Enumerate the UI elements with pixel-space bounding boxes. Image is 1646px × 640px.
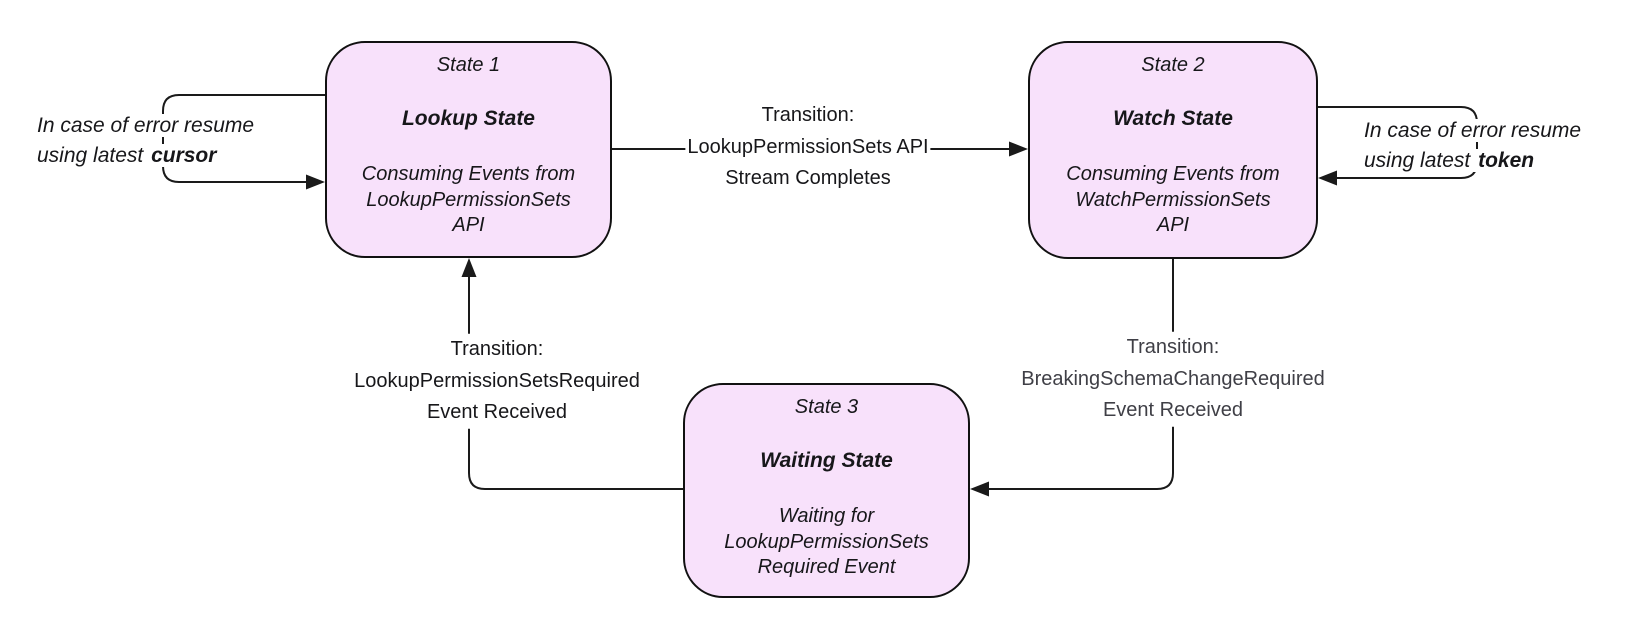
transition-label-lookup-to-watch: Transition: LookupPermissionSets API Str… xyxy=(685,99,931,195)
state-desc-line: Waiting for xyxy=(778,505,875,527)
arrow-watch-to-waiting xyxy=(988,259,1174,490)
annotation-line: In case of error resume xyxy=(35,114,257,137)
arrowhead-error-loop-watch xyxy=(1318,170,1337,186)
state-desc-line: API xyxy=(452,214,485,236)
state-title: State 1 xyxy=(436,54,501,76)
state-desc-line: LookupPermissionSets xyxy=(724,530,929,553)
state-description: Waiting for LookupPermissionSets Require… xyxy=(685,504,968,581)
state-desc-line: LookupPermissionSets xyxy=(366,188,571,211)
transition-label-line: Event Received xyxy=(1102,398,1244,421)
state-name: Watch State xyxy=(1113,107,1233,130)
annotation-line: In case of error resume xyxy=(1362,119,1584,142)
transition-label-waiting-to-lookup: Transition: LookupPermissionSetsRequired… xyxy=(352,333,642,429)
state-name: Lookup State xyxy=(401,107,535,130)
transition-label-line: BreakingSchemaChangeRequired xyxy=(1021,367,1325,390)
state-title: State 3 xyxy=(794,396,859,418)
annotation-error-cursor: In case of error resume using latest cur… xyxy=(35,111,257,171)
state-name: Waiting State xyxy=(760,449,893,472)
state-desc-line: API xyxy=(1156,214,1190,236)
state-description: Consuming Events from LookupPermissionSe… xyxy=(327,162,610,239)
transition-label-line: Transition: xyxy=(761,103,855,126)
transition-label-line: LookupPermissionSetsRequired xyxy=(354,369,640,392)
state-desc-line: WatchPermissionSets xyxy=(1075,188,1271,211)
state-box-watch: State 2 Watch State Consuming Events fro… xyxy=(1028,41,1318,259)
state-box-waiting: State 3 Waiting State Waiting for Lookup… xyxy=(683,383,970,598)
state-box-lookup: State 1 Lookup State Consuming Events fr… xyxy=(325,41,612,258)
state-title: State 2 xyxy=(1141,54,1205,76)
arrow-waiting-to-lookup xyxy=(468,276,683,490)
transition-label-line: Transition: xyxy=(1126,335,1220,358)
state-desc-line: Required Event xyxy=(757,556,896,578)
state-desc-line: Consuming Events from xyxy=(361,163,576,185)
transition-label-line: Stream Completes xyxy=(725,166,891,189)
transition-label-watch-to-waiting: Transition: BreakingSchemaChangeRequired… xyxy=(1019,331,1327,427)
annotation-error-token: In case of error resume using latest tok… xyxy=(1362,116,1584,176)
arrowhead-watch-to-waiting xyxy=(970,481,989,497)
state-desc-line: Consuming Events from xyxy=(1066,163,1280,185)
transition-label-line: Transition: xyxy=(450,337,544,360)
annotation-line: using latest cursor xyxy=(35,144,219,167)
transition-label-line: LookupPermissionSets API xyxy=(687,135,929,158)
error-loop-lookup xyxy=(162,94,325,183)
arrowhead-waiting-to-lookup xyxy=(461,258,477,277)
transition-label-line: Event Received xyxy=(426,400,568,423)
arrowhead-error-loop-lookup xyxy=(306,174,325,190)
annotation-line: using latest token xyxy=(1362,149,1537,172)
error-loop-watch xyxy=(1318,106,1478,179)
state-description: Consuming Events from WatchPermissionSet… xyxy=(1030,162,1316,239)
arrowhead-lookup-to-watch xyxy=(1009,141,1028,157)
